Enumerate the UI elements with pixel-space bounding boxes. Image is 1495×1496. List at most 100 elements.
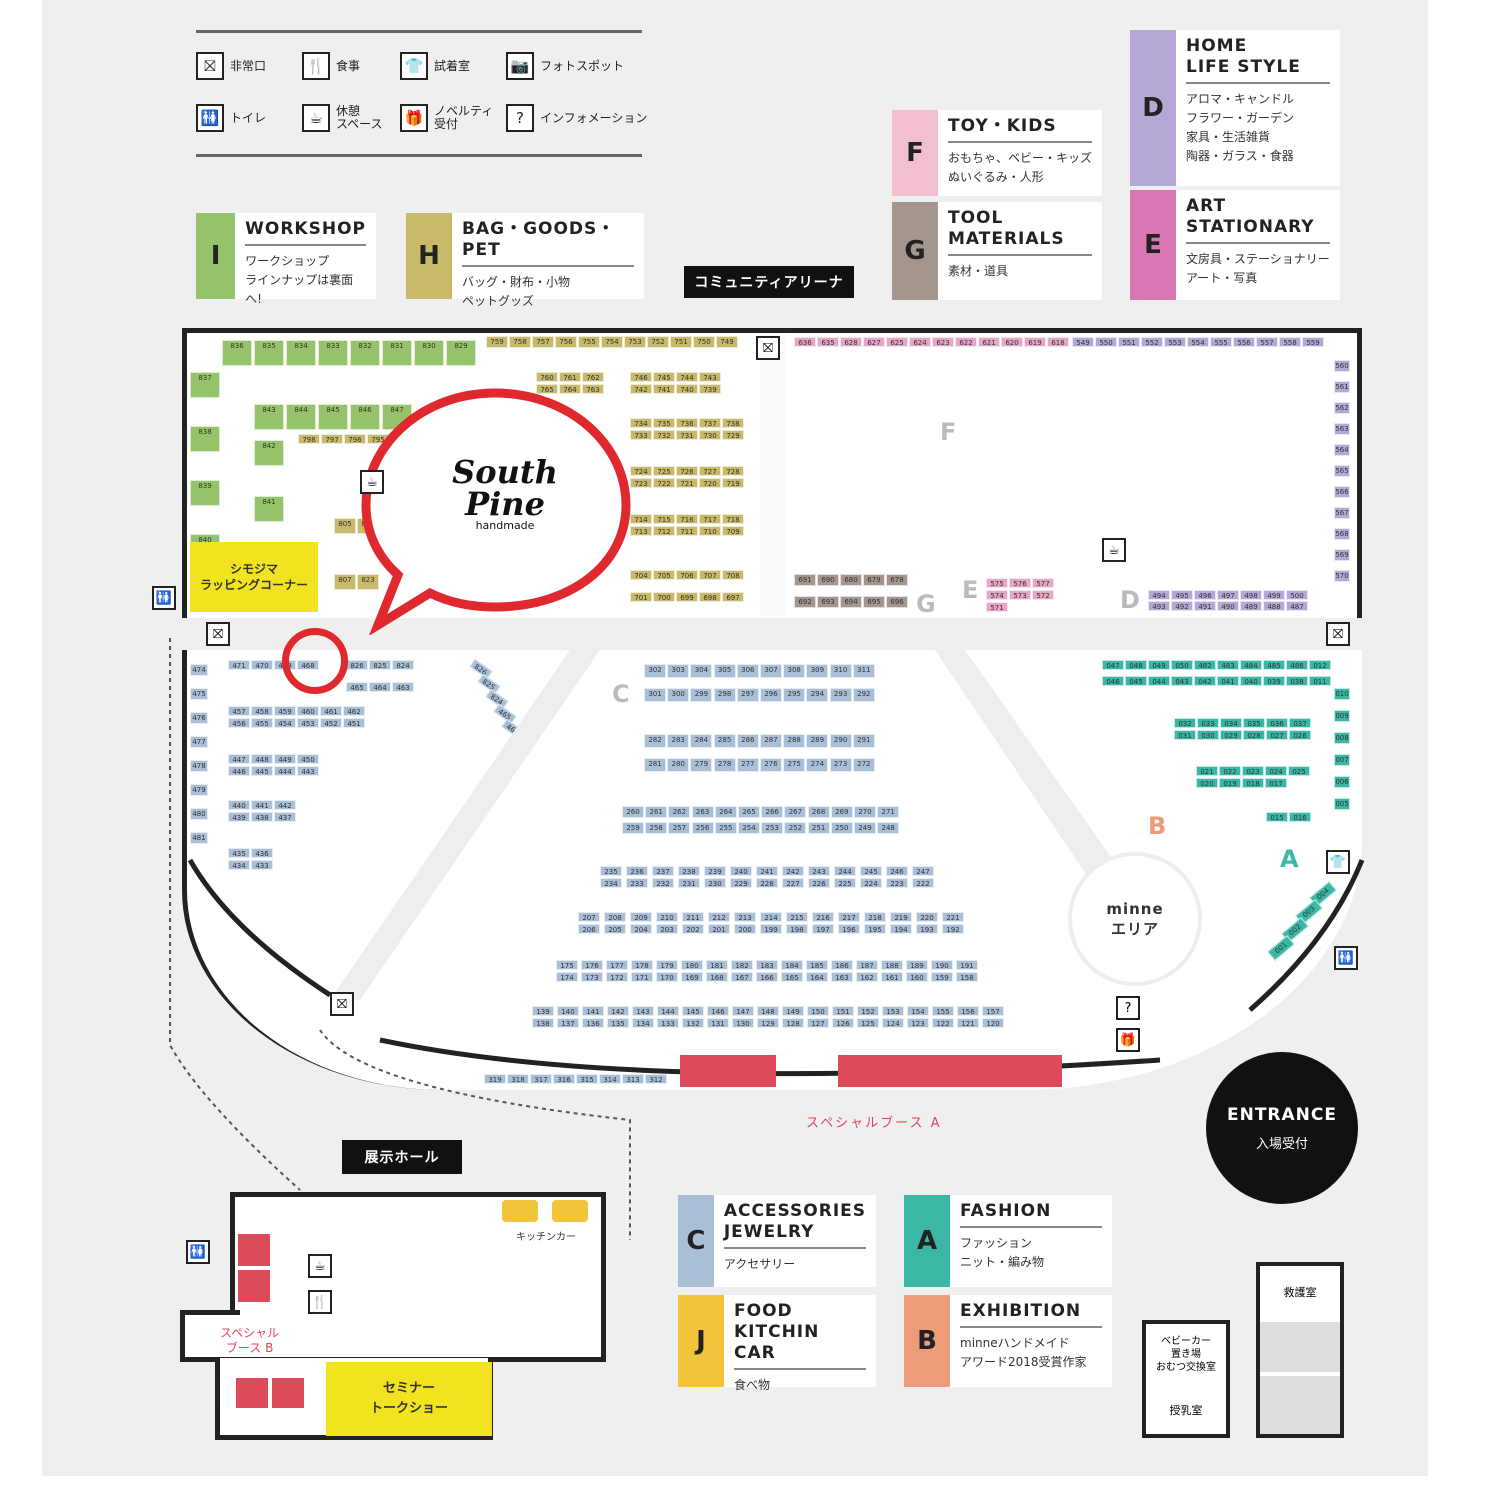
booth-172[interactable]: 172	[606, 972, 628, 982]
booth-047[interactable]: 047	[1102, 660, 1124, 670]
booth-195[interactable]: 195	[864, 924, 886, 934]
booth-575[interactable]: 575	[986, 578, 1008, 588]
booth-209[interactable]: 209	[630, 912, 652, 922]
booth-313[interactable]: 313	[622, 1074, 644, 1084]
booth-005[interactable]: 005	[1334, 798, 1350, 810]
booth-050[interactable]: 050	[1171, 660, 1193, 670]
booth-036[interactable]: 036	[1266, 718, 1288, 728]
booth-049[interactable]: 049	[1148, 660, 1170, 670]
booth-494[interactable]: 494	[1148, 590, 1170, 600]
booth-756[interactable]: 756	[555, 336, 577, 348]
booth-230[interactable]: 230	[704, 878, 726, 888]
booth-559[interactable]: 559	[1302, 337, 1324, 347]
booth-835[interactable]: 835	[254, 340, 284, 366]
booth-574[interactable]: 574	[986, 590, 1008, 600]
booth-477[interactable]: 477	[190, 736, 208, 748]
booth-216[interactable]: 216	[812, 912, 834, 922]
booth-568[interactable]: 568	[1334, 528, 1350, 540]
booth-700[interactable]: 700	[653, 592, 675, 602]
booth-628[interactable]: 628	[840, 337, 862, 347]
booth-564[interactable]: 564	[1334, 444, 1350, 456]
booth-122[interactable]: 122	[932, 1018, 954, 1028]
booth-040[interactable]: 040	[1240, 676, 1262, 686]
booth-291[interactable]: 291	[852, 734, 875, 748]
booth-281[interactable]: 281	[644, 758, 666, 772]
booth-294[interactable]: 294	[806, 688, 829, 702]
booth-446[interactable]: 446	[228, 766, 250, 776]
booth-302[interactable]: 302	[644, 664, 666, 678]
booth-269[interactable]: 269	[830, 806, 853, 818]
booth-266[interactable]: 266	[761, 806, 784, 818]
booth-231[interactable]: 231	[678, 878, 700, 888]
booth-234[interactable]: 234	[600, 878, 622, 888]
booth-739[interactable]: 739	[699, 384, 721, 394]
booth-271[interactable]: 271	[877, 806, 900, 818]
booth-698[interactable]: 698	[699, 592, 721, 602]
booth-272[interactable]: 272	[852, 758, 875, 772]
booth-024[interactable]: 024	[1265, 766, 1287, 776]
booth-730[interactable]: 730	[699, 430, 721, 440]
booth-728[interactable]: 728	[722, 466, 744, 476]
booth-489[interactable]: 489	[1240, 601, 1262, 611]
booth-724[interactable]: 724	[630, 466, 652, 476]
booth-555[interactable]: 555	[1210, 337, 1232, 347]
booth-733[interactable]: 733	[630, 430, 652, 440]
booth-476[interactable]: 476	[190, 712, 208, 724]
booth-159[interactable]: 159	[931, 972, 953, 982]
booth-221[interactable]: 221	[942, 912, 964, 922]
booth-725[interactable]: 725	[653, 466, 675, 476]
entrance-circle[interactable]: ENTRANCE 入場受付	[1206, 1052, 1358, 1204]
booth-128[interactable]: 128	[782, 1018, 804, 1028]
booth-245[interactable]: 245	[860, 866, 882, 876]
booth-678[interactable]: 678	[886, 574, 908, 586]
booth-250[interactable]: 250	[830, 822, 853, 834]
booth-019[interactable]: 019	[1219, 778, 1241, 788]
booth-757[interactable]: 757	[532, 336, 554, 348]
booth-180[interactable]: 180	[681, 960, 703, 970]
booth-263[interactable]: 263	[691, 806, 714, 818]
booth-699[interactable]: 699	[676, 592, 698, 602]
booth-462[interactable]: 462	[343, 706, 365, 716]
booth-565[interactable]: 565	[1334, 465, 1350, 477]
booth-007[interactable]: 007	[1334, 754, 1350, 766]
booth-833[interactable]: 833	[318, 340, 348, 366]
booth-288[interactable]: 288	[783, 734, 806, 748]
booth-255[interactable]: 255	[714, 822, 737, 834]
booth-306[interactable]: 306	[736, 664, 759, 678]
booth-214[interactable]: 214	[760, 912, 782, 922]
booth-157[interactable]: 157	[982, 1006, 1004, 1016]
booth-215[interactable]: 215	[786, 912, 808, 922]
booth-298[interactable]: 298	[713, 688, 736, 702]
booth-709[interactable]: 709	[722, 526, 744, 536]
booth-121[interactable]: 121	[957, 1018, 979, 1028]
booth-459[interactable]: 459	[274, 706, 296, 716]
booth-181[interactable]: 181	[706, 960, 728, 970]
booth-562[interactable]: 562	[1334, 402, 1350, 414]
booth-210[interactable]: 210	[656, 912, 678, 922]
booth-625[interactable]: 625	[886, 337, 908, 347]
booth-627[interactable]: 627	[863, 337, 885, 347]
booth-831[interactable]: 831	[382, 340, 412, 366]
booth-182[interactable]: 182	[731, 960, 753, 970]
booth-444[interactable]: 444	[274, 766, 296, 776]
booth-456[interactable]: 456	[228, 718, 250, 728]
booth-692[interactable]: 692	[794, 596, 816, 608]
booth-037[interactable]: 037	[1289, 718, 1311, 728]
booth-033[interactable]: 033	[1197, 718, 1219, 728]
booth-134[interactable]: 134	[632, 1018, 654, 1028]
booth-020[interactable]: 020	[1196, 778, 1218, 788]
booth-825[interactable]: 825	[369, 660, 391, 670]
booth-752[interactable]: 752	[647, 336, 669, 348]
booth-293[interactable]: 293	[829, 688, 852, 702]
booth-434[interactable]: 434	[228, 860, 250, 870]
booth-577[interactable]: 577	[1032, 578, 1054, 588]
booth-499[interactable]: 499	[1263, 590, 1285, 600]
booth-483[interactable]: 483	[1217, 660, 1239, 670]
booth-196[interactable]: 196	[838, 924, 860, 934]
booth-694[interactable]: 694	[840, 596, 862, 608]
booth-310[interactable]: 310	[829, 664, 852, 678]
booth-797[interactable]: 797	[321, 434, 343, 444]
booth-623[interactable]: 623	[932, 337, 954, 347]
booth-750[interactable]: 750	[693, 336, 715, 348]
booth-189[interactable]: 189	[906, 960, 928, 970]
